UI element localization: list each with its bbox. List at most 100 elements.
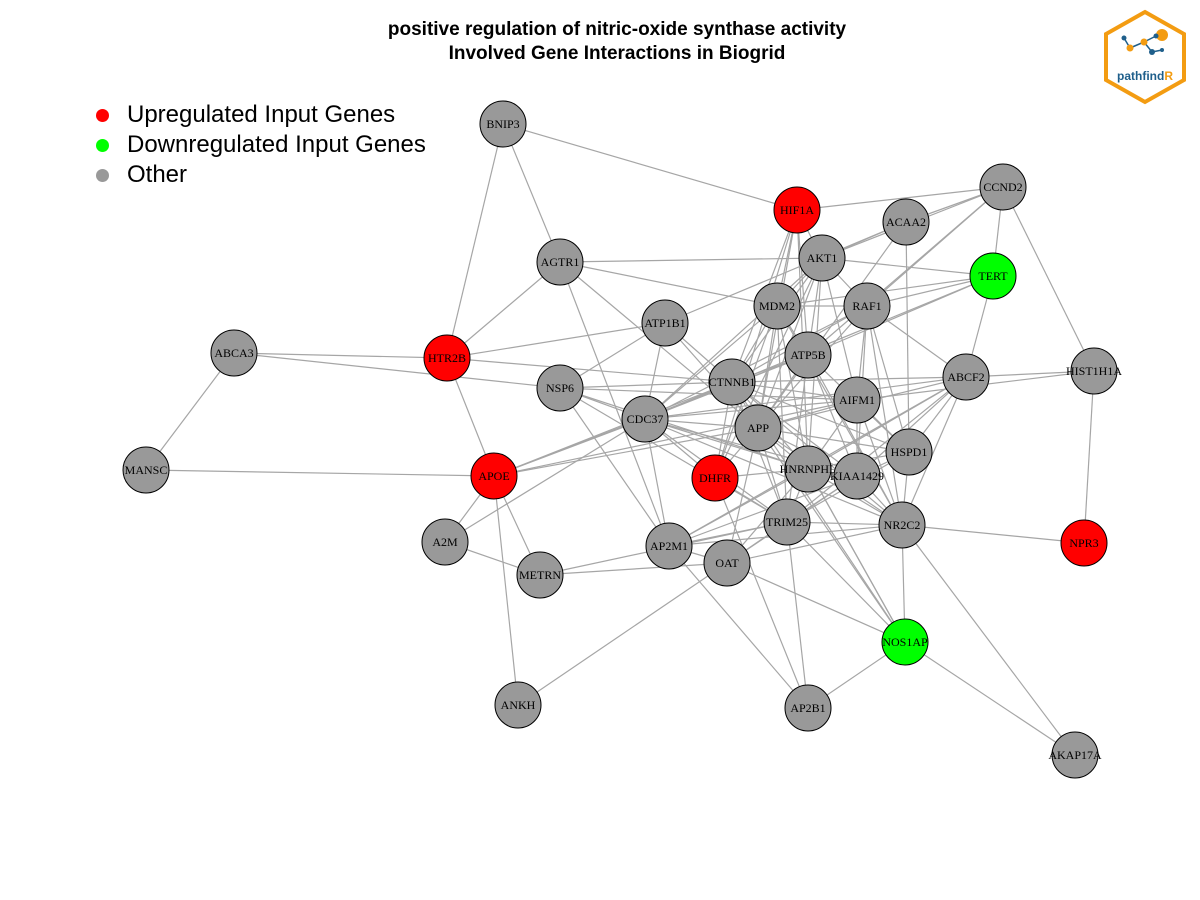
edge-agtr1-mdm2 (559, 261, 778, 307)
node-circle (621, 395, 669, 443)
node-label: METRN (519, 568, 561, 582)
node-label: AKAP17A (1048, 748, 1102, 762)
node-circle (494, 681, 542, 729)
node-aifm1: AIFM1 (833, 376, 881, 424)
node-label: TERT (978, 269, 1008, 283)
edge-nsp6-ap2m1 (559, 387, 670, 547)
logo-node (1149, 49, 1155, 55)
node-circle (1051, 731, 1099, 779)
edge-abca3-mansc (145, 352, 235, 471)
node-npr3: NPR3 (1060, 519, 1108, 567)
edge-ctnnb1-apoe (493, 381, 733, 477)
node-label: AGTR1 (541, 255, 580, 269)
edge-raf1-nr2c2 (866, 305, 903, 526)
node-circle (833, 452, 881, 500)
node-ccnd2: CCND2 (979, 163, 1027, 211)
node-tert: TERT (969, 252, 1017, 300)
node-label: MDM2 (759, 299, 795, 313)
node-circle (536, 364, 584, 412)
node-hspd1: HSPD1 (885, 428, 933, 476)
logo-node (1121, 35, 1127, 41)
edge-bnip3-agtr1 (502, 123, 561, 263)
edge-abca3-htr2b (233, 352, 448, 359)
node-hist1h1a: HIST1H1A (1066, 347, 1122, 395)
node-circle (882, 198, 930, 246)
node-kiaa1429: KIAA1429 (830, 452, 884, 500)
node-circle (470, 452, 518, 500)
edge-akt1-tert (821, 257, 994, 277)
edge-trim25-ap2b1 (786, 521, 809, 709)
node-circle (122, 446, 170, 494)
node-label: ATP5B (790, 348, 825, 362)
edge-nos1ap-hnrnphl (807, 468, 906, 643)
node-circle (878, 501, 926, 549)
node-label: RAF1 (852, 299, 881, 313)
legend-item-upregulated: Upregulated Input Genes (96, 100, 426, 130)
edge-mansc-apoe (145, 469, 495, 477)
node-hif1a: HIF1A (773, 186, 821, 234)
node-label: A2M (432, 535, 458, 549)
edge-dhfr-ap2b1 (714, 477, 809, 709)
edge-acaa2-hspd1 (905, 221, 910, 453)
node-nos1ap: NOS1AP (881, 618, 929, 666)
edge-atp1b1-htr2b (446, 322, 666, 359)
edge-nsp6-trim25 (559, 387, 788, 523)
edge-nr2c2-oat (726, 524, 903, 564)
node-ankh: ANKH (494, 681, 542, 729)
node-app: APP (734, 404, 782, 452)
edge-acaa2-atp1b1 (664, 221, 907, 324)
edge-layer (145, 123, 1095, 756)
node-ap2b1: AP2B1 (784, 684, 832, 732)
edge-ctnnb1-hspd1 (731, 381, 910, 453)
node-circle (691, 454, 739, 502)
node-hnrnphl: HNRNPHL (780, 445, 837, 493)
logo-text: pathfindR (1117, 69, 1173, 83)
node-circle (708, 358, 756, 406)
pathfindr-logo: pathfindR (1104, 9, 1186, 105)
edge-hist1h1a-npr3 (1083, 370, 1095, 544)
node-label: HSPD1 (891, 445, 928, 459)
node-circle (942, 353, 990, 401)
logo-node (1153, 33, 1159, 39)
edge-abcf2-kiaa1429 (856, 376, 967, 477)
node-label: DHFR (699, 471, 731, 485)
edge-mdm2-cdc37 (644, 305, 778, 420)
node-label: ATP1B1 (644, 316, 685, 330)
logo-node (1126, 44, 1134, 52)
node-raf1: RAF1 (843, 282, 891, 330)
edge-abcf2-nr2c2 (901, 376, 967, 526)
node-circle (885, 428, 933, 476)
legend-dot-gray (96, 168, 109, 182)
edge-kiaa1429-ap2m1 (668, 475, 858, 547)
edge-oat-metrn (539, 562, 728, 576)
node-label: ABCA3 (214, 346, 253, 360)
edge-cdc37-a2m (444, 418, 646, 543)
node-circle (784, 684, 832, 732)
node-circle (763, 498, 811, 546)
edge-abcf2-trim25 (786, 376, 967, 523)
node-akap17a: AKAP17A (1048, 731, 1102, 779)
node-ap2m1: AP2M1 (645, 522, 693, 570)
node-nr2c2: NR2C2 (878, 501, 926, 549)
legend-item-downregulated: Downregulated Input Genes (96, 130, 426, 160)
legend-label: Downregulated Input Genes (127, 131, 426, 158)
node-htr2b: HTR2B (423, 334, 471, 382)
node-dhfr: DHFR (691, 454, 739, 502)
node-label: NSP6 (546, 381, 574, 395)
node-acaa2: ACAA2 (882, 198, 930, 246)
node-label: ANKH (501, 698, 536, 712)
node-label: NOS1AP (882, 635, 928, 649)
node-mdm2: MDM2 (753, 282, 801, 330)
legend-dot-green (96, 138, 109, 152)
node-label: AIFM1 (839, 393, 875, 407)
edge-app-hspd1 (757, 427, 910, 453)
edge-bnip3-htr2b (446, 123, 504, 359)
node-label: HIF1A (780, 203, 814, 217)
edge-abca3-nsp6 (233, 352, 561, 389)
node-trim25: TRIM25 (763, 498, 811, 546)
edge-app-apoe (493, 427, 759, 477)
node-metrn: METRN (516, 551, 564, 599)
edge-atp5b-trim25 (786, 354, 809, 523)
edge-agtr1-akt1 (559, 257, 823, 263)
node-label: HNRNPHL (780, 462, 837, 476)
